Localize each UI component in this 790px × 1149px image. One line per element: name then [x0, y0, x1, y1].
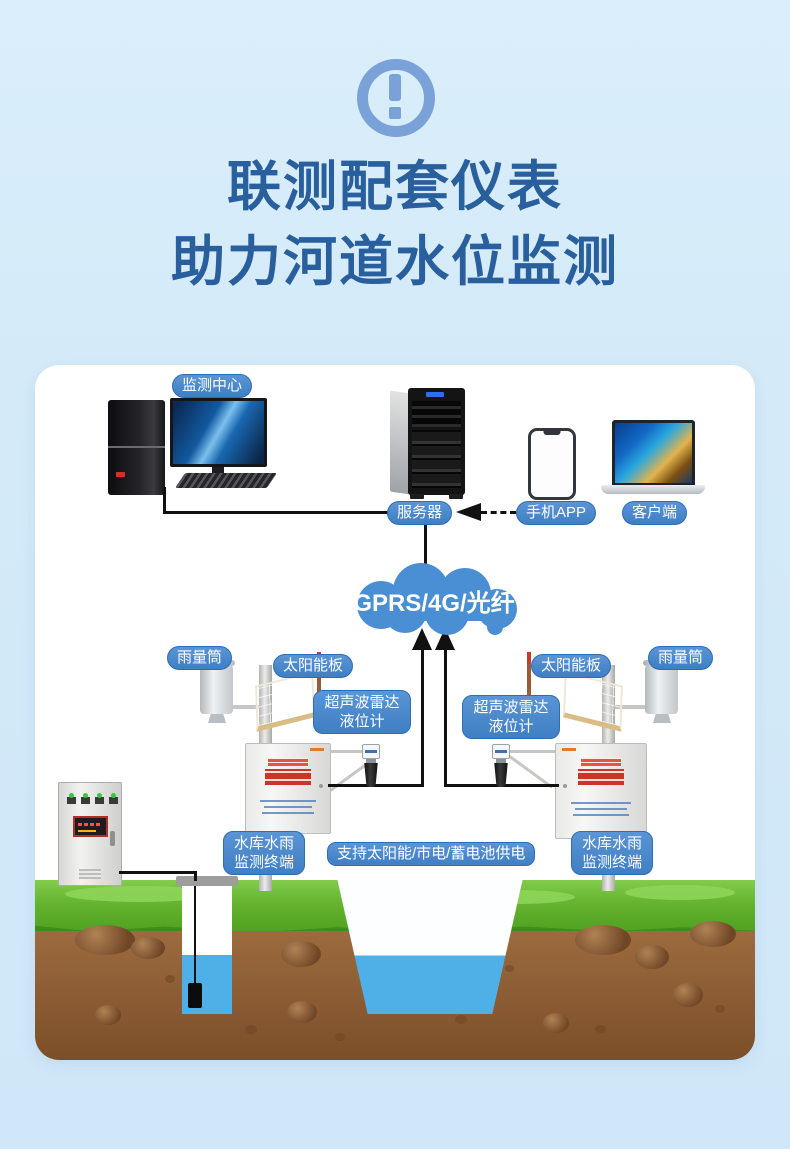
rock — [281, 941, 321, 967]
left-station-link-line — [328, 784, 424, 787]
left-radar-level-meter-label: 超声波雷达 液位计 — [313, 690, 411, 734]
right-radar-sensor-neck — [496, 759, 506, 763]
desktop-tower-image — [108, 400, 165, 495]
rock — [287, 1001, 317, 1023]
rock — [673, 983, 703, 1007]
pebble — [455, 1015, 467, 1024]
smartphone-image — [528, 428, 576, 500]
page-title: 联测配套仪表 助力河道水位监测 — [0, 150, 790, 300]
phone-app-label: 手机APP — [516, 501, 597, 525]
keyboard-image — [174, 473, 278, 488]
laptop-keyboard-deck — [601, 485, 705, 494]
rock — [543, 1013, 569, 1033]
phone-to-server-dashed-line — [481, 511, 516, 514]
left-terminal-label: 水库水雨 监测终端 — [223, 831, 305, 875]
server-side-panel — [390, 390, 410, 495]
left-uplink-arrowhead — [412, 628, 432, 650]
left-sensor-arm — [329, 750, 369, 753]
right-terminal-label: 水库水雨 监测终端 — [571, 831, 653, 875]
cabinet-to-well-drop — [194, 871, 197, 881]
diagram-panel: 监测中心 服务器 手机APP 客户端 GPRS/4G/光纤 — [35, 365, 755, 1060]
server-to-cloud-line — [424, 525, 427, 565]
pc-to-server-line-vertical — [163, 487, 166, 514]
left-radar-sensor-head — [362, 744, 380, 759]
right-rain-gauge-image — [645, 665, 678, 714]
rock — [575, 925, 631, 955]
right-radar-sensor-head — [492, 744, 510, 759]
cabinet-to-well-line — [119, 871, 197, 874]
power-note-label: 支持太阳能/市电/蓄电池供电 — [327, 842, 536, 866]
right-radar-level-meter-label: 超声波雷达 液位计 — [462, 695, 560, 739]
pebble — [715, 1005, 725, 1013]
network-cloud: GPRS/4G/光纤 — [353, 563, 517, 635]
monitoring-center-label: 监测中心 — [172, 374, 253, 398]
right-radar-sensor-cone — [494, 763, 508, 787]
server-label: 服务器 — [387, 501, 453, 525]
left-solar-panel-label: 太阳能板 — [273, 654, 354, 678]
submersible-level-sensor — [188, 983, 202, 1008]
left-uplink-line — [421, 648, 424, 787]
left-radar-sensor-cone — [364, 763, 378, 787]
client-label: 客户端 — [622, 501, 688, 525]
left-rain-gauge-label: 雨量筒 — [167, 646, 233, 670]
right-gauge-arm — [613, 705, 657, 709]
left-rain-gauge-image — [200, 665, 233, 714]
desktop-monitor-image — [170, 398, 267, 467]
left-gauge-arm — [215, 705, 261, 709]
right-uplink-line — [444, 648, 447, 787]
rock — [635, 945, 669, 969]
right-rain-gauge-base — [653, 714, 671, 723]
left-station-cabinet — [245, 743, 331, 834]
pebble — [245, 1025, 257, 1034]
phone-to-server-arrowhead — [456, 503, 481, 521]
cloud-label: GPRS/4G/光纤 — [353, 589, 514, 617]
well-cap — [176, 876, 238, 886]
rock — [690, 921, 736, 947]
rock — [131, 937, 165, 959]
pc-to-server-line-horizontal — [163, 511, 388, 514]
server-tower-image — [408, 388, 465, 499]
left-rain-gauge-base — [208, 714, 226, 723]
laptop-image — [612, 420, 695, 486]
well-sensor-cable — [194, 886, 196, 985]
pebble — [595, 1025, 606, 1033]
rock — [75, 925, 135, 955]
pebble — [165, 975, 175, 983]
pebble — [505, 965, 514, 972]
right-solar-panel-label: 太阳能板 — [531, 654, 612, 678]
title-line-1: 联测配套仪表 — [227, 157, 563, 217]
right-antenna — [527, 652, 531, 704]
pebble — [335, 1033, 345, 1041]
river-channel — [337, 878, 523, 1014]
rock — [95, 1005, 121, 1025]
alert-exclamation-dot — [389, 107, 401, 119]
right-station-cabinet — [555, 743, 647, 839]
alert-circle-icon — [357, 59, 435, 137]
alert-exclamation-icon — [389, 74, 401, 101]
power-control-cabinet — [58, 782, 122, 886]
left-radar-sensor-neck — [366, 759, 376, 763]
right-rain-gauge-label: 雨量筒 — [648, 646, 714, 670]
right-sensor-arm — [507, 750, 557, 753]
left-antenna — [317, 652, 321, 704]
title-line-2: 助力河道水位监测 — [171, 232, 619, 292]
